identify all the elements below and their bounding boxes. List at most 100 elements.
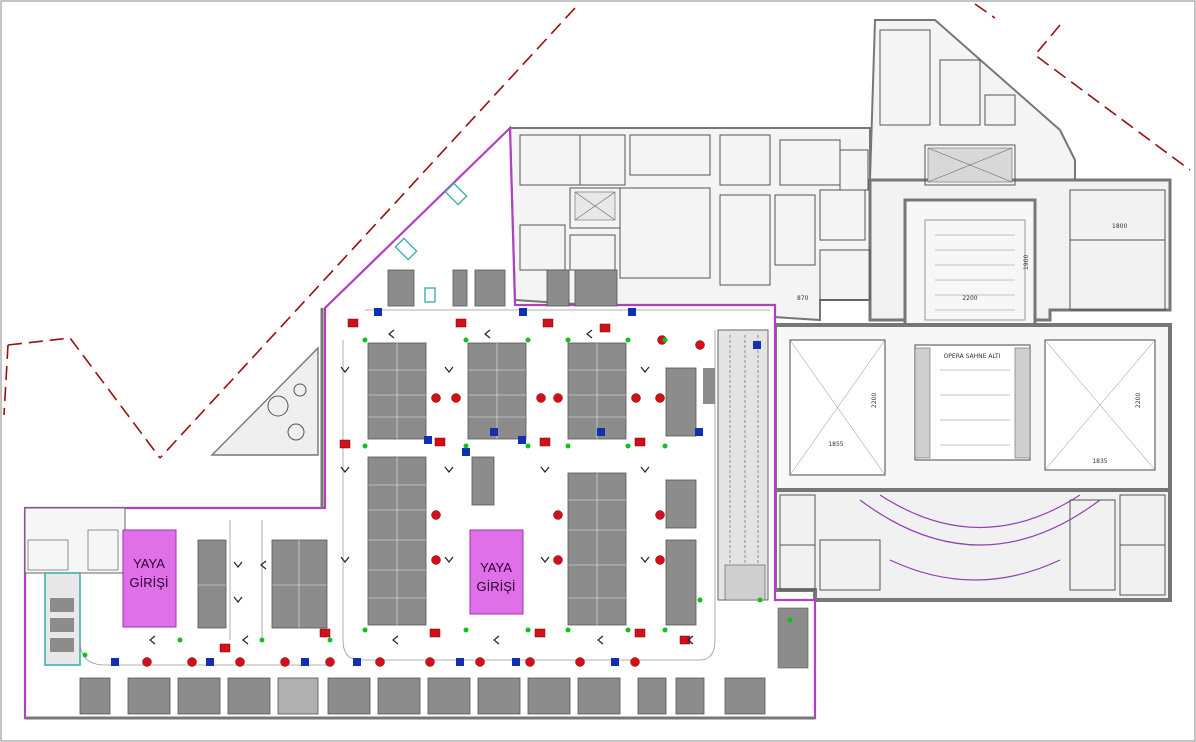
blue-sign: [353, 658, 361, 666]
blue-sign: [628, 308, 636, 316]
green-marker: [565, 627, 571, 633]
red-sign: [655, 555, 665, 565]
green-marker: [565, 337, 571, 343]
red-sign: [280, 657, 290, 667]
green-markers: [82, 337, 793, 658]
red-sign: [142, 657, 152, 667]
blue-sign: [374, 308, 382, 316]
stall-lines: [198, 343, 626, 628]
red-sign: [375, 657, 385, 667]
green-marker: [525, 443, 531, 449]
stage-diagonals: [789, 339, 1156, 476]
red-sign: [631, 393, 641, 403]
red-sign: [431, 510, 441, 520]
blue-sign: [519, 308, 527, 316]
chevron-icon: [233, 596, 243, 603]
entrance-left: YAYA GİRİŞİ: [122, 529, 177, 628]
green-marker: [463, 627, 469, 633]
seating-rows: [935, 234, 1015, 446]
landscape-triangle: [210, 346, 319, 456]
direction-chevrons: [149, 329, 694, 645]
chevron-icon: [640, 466, 650, 473]
dim-upper-right: 1900: [1023, 255, 1030, 270]
red-block: [219, 643, 231, 653]
chevron-icon: [484, 329, 491, 339]
green-marker: [625, 337, 631, 343]
red-block: [339, 439, 351, 449]
stage-dim-height: 2200: [871, 393, 878, 408]
red-sign: [431, 555, 441, 565]
dim-side-a: 1800: [1112, 223, 1127, 230]
green-marker: [525, 627, 531, 633]
green-marker: [565, 443, 571, 449]
stage-dim-left: 1855: [828, 441, 843, 448]
chevron-icon: [493, 635, 500, 645]
blue-sign: [597, 428, 605, 436]
green-marker: [757, 597, 763, 603]
chevron-icon: [444, 466, 454, 473]
chevron-icon: [640, 556, 650, 563]
blue-sign: [301, 658, 309, 666]
chevron-icon: [444, 556, 454, 563]
red-sign: [575, 657, 585, 667]
service-hatch: [574, 29, 1013, 221]
chevron-icon: [340, 466, 350, 473]
red-block: [634, 628, 646, 638]
entrance-pad-left: [122, 529, 177, 628]
blue-sign: [206, 658, 214, 666]
chevron-icon: [444, 366, 454, 373]
green-marker: [362, 627, 368, 633]
red-sign: [475, 657, 485, 667]
red-sign: [235, 657, 245, 667]
green-marker: [787, 617, 793, 623]
chevron-icon: [687, 635, 694, 645]
red-sign: [325, 657, 335, 667]
red-block: [679, 635, 691, 645]
blue-sign: [611, 658, 619, 666]
stage-dim-right: 1835: [1092, 458, 1107, 465]
blue-sign: [462, 448, 470, 456]
green-marker: [625, 627, 631, 633]
red-block: [534, 628, 546, 638]
ramp-spine: [703, 329, 809, 669]
red-sign: [431, 393, 441, 403]
red-block: [455, 318, 467, 328]
red-sign: [536, 393, 546, 403]
green-marker: [177, 637, 183, 643]
green-marker: [662, 337, 668, 343]
chevron-icon: [388, 329, 395, 339]
red-sign: [451, 393, 461, 403]
blue-sign: [512, 658, 520, 666]
green-marker: [362, 443, 368, 449]
green-marker: [525, 337, 531, 343]
stage-title: OPERA SAHNE ALTI: [944, 353, 1001, 360]
red-sign: [525, 657, 535, 667]
site-boundary: [3, 3, 1191, 459]
green-marker: [662, 627, 668, 633]
blue-sign: [111, 658, 119, 666]
chevron-icon: [392, 635, 399, 645]
red-block: [434, 437, 446, 447]
red-sign: [655, 393, 665, 403]
red-sign: [553, 393, 563, 403]
chevron-icon: [540, 556, 550, 563]
entrance-center: YAYA GİRİŞİ: [469, 529, 524, 615]
blue-sign: [753, 341, 761, 349]
green-marker: [82, 652, 88, 658]
green-marker: [463, 443, 469, 449]
entrance-line2-left: GİRİŞİ: [129, 575, 168, 590]
stage-dim-top: 2200: [962, 295, 977, 302]
chevron-icon: [233, 561, 243, 568]
dim-small-room: 870: [797, 295, 809, 302]
chevron-icon: [640, 366, 650, 373]
blue-sign: [456, 658, 464, 666]
chevron-icon: [260, 560, 267, 570]
chevron-icon: [340, 366, 350, 373]
red-block: [429, 628, 441, 638]
red-sign: [695, 340, 705, 350]
entrance-line2-center: GİRİŞİ: [476, 579, 515, 594]
top-stalls: [387, 269, 618, 307]
red-block: [319, 628, 331, 638]
